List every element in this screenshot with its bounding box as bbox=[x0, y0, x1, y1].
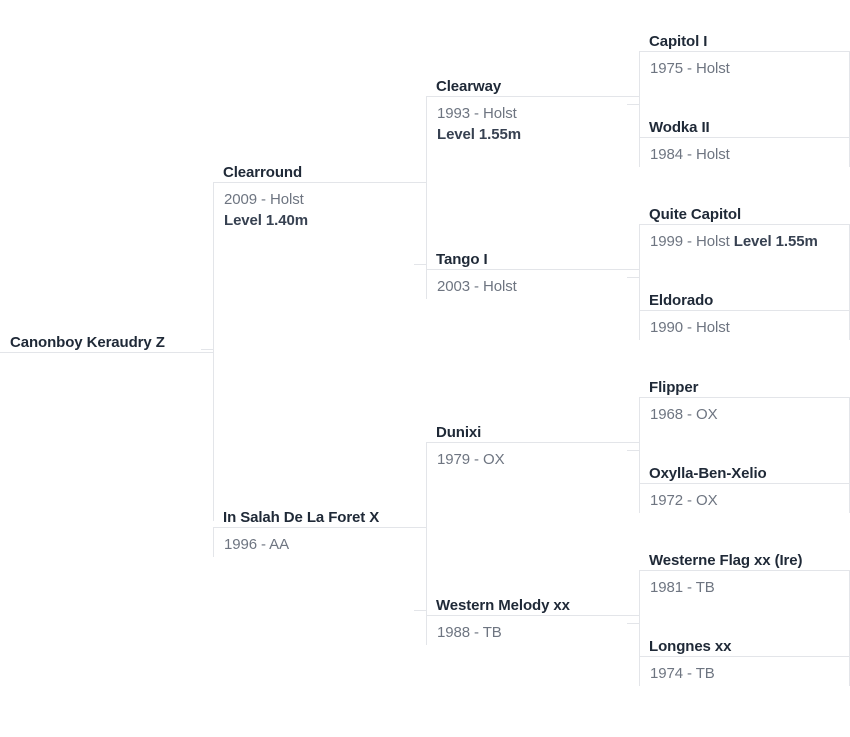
wodka-detail-box: 1984 - Holst bbox=[639, 137, 850, 167]
clearway-detail-box: 1993 - Holst Level 1.55m bbox=[426, 96, 639, 269]
pedigree-node-in-salah[interactable]: In Salah De La Foret X 1996 - AA bbox=[213, 509, 426, 557]
tango-detail: 2003 - Holst bbox=[437, 278, 517, 295]
dunixi-name: Dunixi bbox=[436, 424, 482, 441]
capitol-detail: 1975 - Holst bbox=[650, 60, 730, 77]
oxylla-name: Oxylla-Ben-Xelio bbox=[649, 465, 767, 482]
connector-g1-sire bbox=[201, 349, 213, 350]
clearround-detail: 2009 - Holst bbox=[224, 191, 304, 208]
clearround-name: Clearround bbox=[223, 164, 303, 181]
in-salah-detail-box: 1996 - AA bbox=[213, 527, 426, 557]
dunixi-detail: 1979 - OX bbox=[437, 451, 505, 468]
in-salah-name: In Salah De La Foret X bbox=[223, 509, 380, 526]
tango-detail-box: 2003 - Holst bbox=[426, 269, 639, 299]
eldorado-name: Eldorado bbox=[649, 292, 714, 309]
capitol-name: Capitol I bbox=[649, 33, 708, 50]
quite-capitol-detail-line: 1999 - Holst Level 1.55m bbox=[650, 231, 849, 252]
pedigree-node-root[interactable]: Canonboy Keraudry Z bbox=[0, 334, 213, 380]
pedigree-node-quite-capitol[interactable]: Quite Capitol 1999 - Holst Level 1.55m bbox=[639, 206, 850, 310]
connector-g3-sss bbox=[627, 104, 639, 105]
clearround-detail-box: 2009 - Holst Level 1.40m bbox=[213, 182, 426, 521]
oxylla-detail: 1972 - OX bbox=[650, 492, 718, 509]
pedigree-node-oxylla[interactable]: Oxylla-Ben-Xelio 1972 - OX bbox=[639, 465, 850, 513]
pedigree-node-eldorado[interactable]: Eldorado 1990 - Holst bbox=[639, 292, 850, 340]
root-detail-box bbox=[0, 352, 213, 380]
oxylla-detail-box: 1972 - OX bbox=[639, 483, 850, 513]
wodka-detail: 1984 - Holst bbox=[650, 146, 730, 163]
clearway-name: Clearway bbox=[436, 78, 502, 95]
pedigree-node-dunixi[interactable]: Dunixi 1979 - OX bbox=[426, 424, 639, 615]
wodka-name: Wodka II bbox=[649, 119, 710, 136]
westerne-flag-name: Westerne Flag xx (Ire) bbox=[649, 552, 803, 569]
eldorado-detail: 1990 - Holst bbox=[650, 319, 730, 336]
pedigree-node-clearway[interactable]: Clearway 1993 - Holst Level 1.55m bbox=[426, 78, 639, 269]
connector-g2-ds bbox=[414, 610, 426, 611]
root-name: Canonboy Keraudry Z bbox=[10, 334, 165, 351]
clearround-level: Level 1.40m bbox=[224, 212, 308, 229]
quite-capitol-name: Quite Capitol bbox=[649, 206, 742, 223]
flipper-detail: 1968 - OX bbox=[650, 406, 718, 423]
tango-name: Tango I bbox=[436, 251, 488, 268]
pedigree-node-wodka[interactable]: Wodka II 1984 - Holst bbox=[639, 119, 850, 167]
quite-capitol-level: Level 1.55m bbox=[733, 233, 818, 250]
pedigree-node-clearround[interactable]: Clearround 2009 - Holst Level 1.40m bbox=[213, 164, 426, 521]
connector-g3-dds bbox=[627, 623, 639, 624]
in-salah-detail: 1996 - AA bbox=[224, 536, 289, 553]
connector-g3-dss bbox=[627, 450, 639, 451]
dunixi-detail-box: 1979 - OX bbox=[426, 442, 639, 615]
pedigree-node-longnes[interactable]: Longnes xx 1974 - TB bbox=[639, 638, 850, 686]
clearway-detail: 1993 - Holst bbox=[437, 105, 517, 122]
flipper-name: Flipper bbox=[649, 379, 699, 396]
western-melody-detail-box: 1988 - TB bbox=[426, 615, 639, 645]
pedigree-node-westerne-flag[interactable]: Westerne Flag xx (Ire) 1981 - TB bbox=[639, 552, 850, 656]
longnes-detail: 1974 - TB bbox=[650, 665, 715, 682]
quite-capitol-detail: 1999 - Holst bbox=[650, 233, 734, 250]
western-melody-detail: 1988 - TB bbox=[437, 624, 502, 641]
longnes-name: Longnes xx bbox=[649, 638, 732, 655]
westerne-flag-detail: 1981 - TB bbox=[650, 579, 715, 596]
clearway-level: Level 1.55m bbox=[437, 126, 521, 143]
connector-g3-sds bbox=[627, 277, 639, 278]
western-melody-name: Western Melody xx bbox=[436, 597, 570, 614]
connector-g2-ss bbox=[414, 264, 426, 265]
longnes-detail-box: 1974 - TB bbox=[639, 656, 850, 686]
pedigree-node-tango[interactable]: Tango I 2003 - Holst bbox=[426, 251, 639, 299]
eldorado-detail-box: 1990 - Holst bbox=[639, 310, 850, 340]
pedigree-node-western-melody[interactable]: Western Melody xx 1988 - TB bbox=[426, 597, 639, 645]
